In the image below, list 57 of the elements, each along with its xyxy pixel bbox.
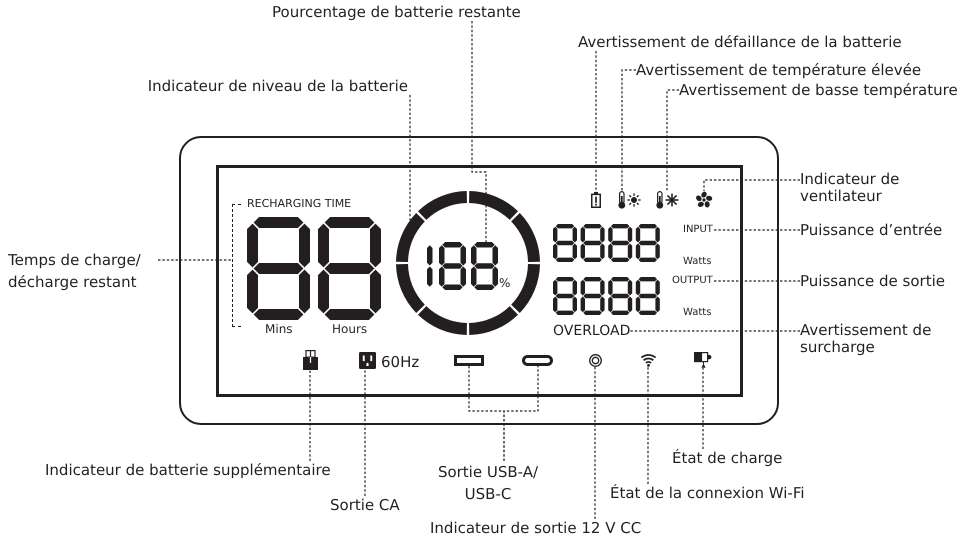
callout-label: Pourcentage de batterie restante [272,3,521,21]
leader-line [630,330,800,332]
callout-label: Avertissement de défaillance de la batterie [578,33,902,51]
leader-line [703,179,800,191]
percent-sign: % [499,276,510,290]
leader-line [712,280,800,282]
callout-label: Indicateur de batterie supplémentaire [45,461,331,479]
thermometer-sun-icon [617,191,641,209]
unit-label: Mins [265,322,293,336]
lcd-screen [216,165,743,397]
leader-line [158,259,232,261]
leader-line [471,21,487,242]
usb-c-port-icon [522,355,553,366]
unit-label: Hours [332,322,368,336]
callout-label: Indicateur de ventilateur [800,171,965,205]
device-frame [179,136,779,425]
leader-line [666,89,679,191]
callout-label: Indicateur de sortie 12 V CC [430,519,642,537]
wifi-icon [640,353,657,367]
callout-label: Avertissement de basse température [679,81,958,99]
leader-line [621,69,636,191]
leader-line [503,366,539,461]
callout-label: État de charge [672,449,782,467]
lcd-label: OUTPUT [672,274,713,287]
usb-a-port-icon [454,355,484,366]
thermometer-snowflake-icon [655,191,679,209]
callout-label: Puissance d’entrée [800,221,942,239]
outlet-icon [359,352,376,369]
callout-label: Sortie CA [330,496,400,514]
callout-label: Sortie USB-A/ USB-C [428,461,548,505]
leader-line [409,95,411,220]
callout-label: Avertissement de surcharge [800,322,965,356]
callout-label: État de la connexion Wi-Fi [610,484,805,502]
callout-label: Puissance de sortie [800,272,945,290]
battery-alert-icon [591,192,601,208]
battery-icon [694,351,712,368]
callout-label: Indicateur de niveau de la batterie [120,77,414,95]
leader-line [702,368,704,449]
leader-line [309,370,311,461]
unit-label: Watts [683,306,712,319]
concentric-circles-icon [589,354,602,367]
leader-line [364,369,366,496]
battery-pack-icon [303,350,318,370]
leader-line [594,367,596,519]
callout-label: Temps de charge/ décharge restant [8,249,158,293]
lcd-label: INPUT [683,223,713,236]
segment-display-drawing [427,242,498,290]
lcd-label: OVERLOAD [553,322,630,340]
frequency-label: 60Hz [381,353,420,371]
battery-level-ring [396,191,540,335]
leader-line [712,229,800,231]
callout-label: Avertissement de température élevée [636,61,922,79]
unit-label: Watts [683,255,712,268]
leader-line [595,51,597,192]
leader-line [647,367,649,484]
fan-icon [695,191,713,209]
lcd-label: RECHARGING TIME [247,197,352,210]
